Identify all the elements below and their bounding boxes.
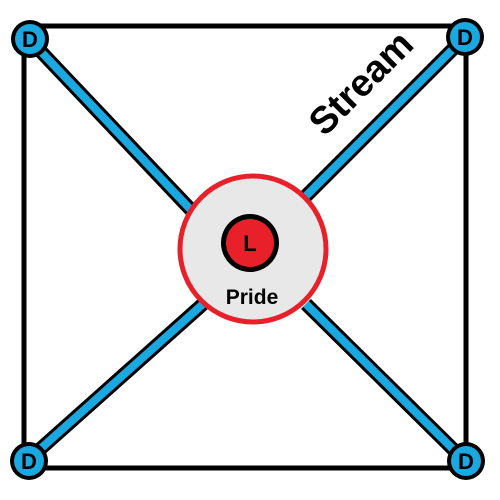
corner-node-bottom-right[interactable]: D bbox=[447, 442, 485, 480]
corner-node-bottom-left[interactable]: D bbox=[10, 442, 48, 480]
corner-label-bottom-left: D bbox=[21, 449, 37, 474]
center-region[interactable]: L Pride bbox=[177, 173, 329, 325]
map-border bbox=[21, 23, 469, 471]
center-unit[interactable]: L bbox=[221, 214, 279, 272]
corner-node-top-right[interactable]: D bbox=[446, 18, 484, 56]
link-top-left bbox=[23, 34, 198, 216]
corner-node-top-left[interactable]: D bbox=[11, 20, 49, 58]
stream-label: Stream bbox=[301, 23, 422, 144]
link-bottom-right bbox=[301, 299, 468, 464]
link-top-right bbox=[301, 34, 468, 201]
center-region-label: Pride bbox=[226, 286, 279, 309]
corner-label-top-right: D bbox=[457, 25, 473, 50]
corner-label-top-left: D bbox=[22, 27, 38, 52]
corner-label-bottom-right: D bbox=[458, 449, 474, 474]
center-unit-label: L bbox=[243, 231, 256, 256]
link-bottom-left bbox=[24, 298, 208, 465]
